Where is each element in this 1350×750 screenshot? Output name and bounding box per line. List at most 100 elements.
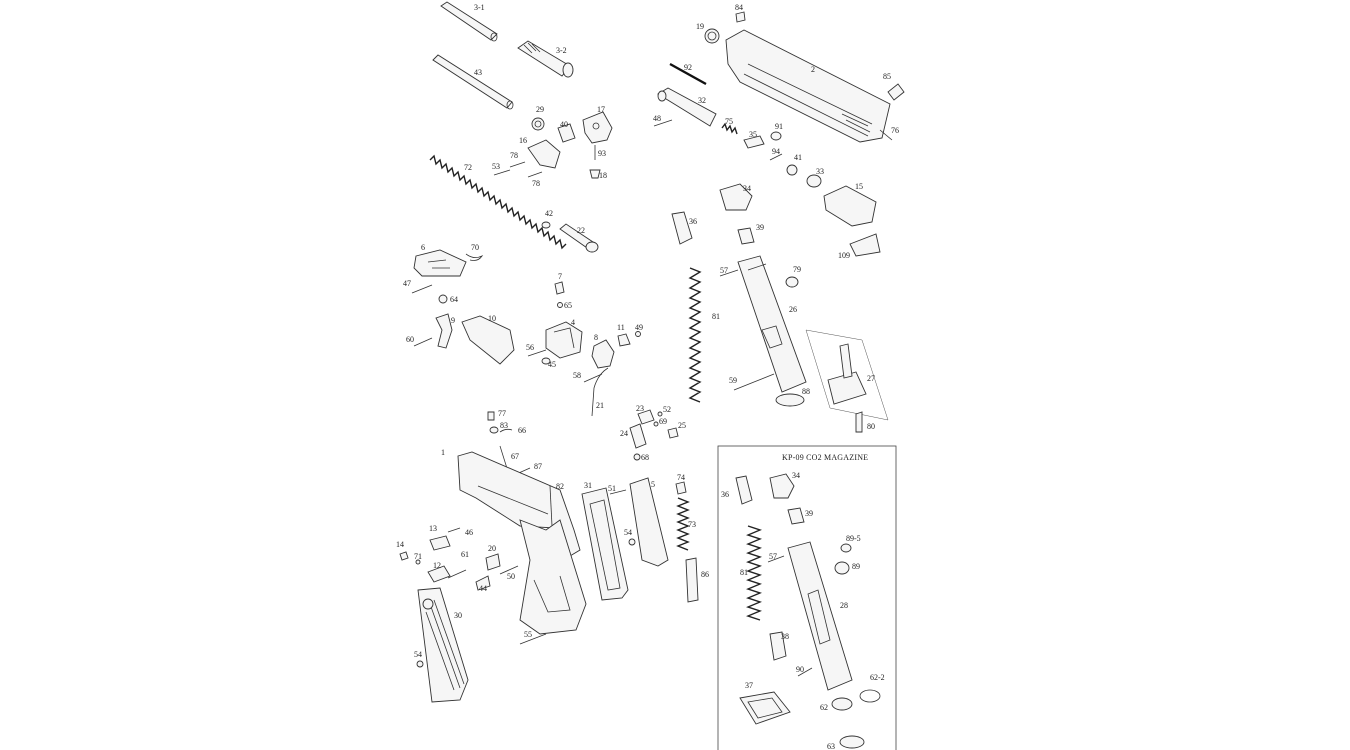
label-23: 23 <box>636 404 644 413</box>
label-mag-89: 89 <box>852 562 860 571</box>
label-36: 36 <box>689 217 697 226</box>
label-25: 25 <box>678 421 686 430</box>
label-12: 12 <box>433 561 441 570</box>
label-86: 86 <box>701 570 709 579</box>
label-77: 77 <box>498 409 506 418</box>
label-16: 16 <box>519 136 527 145</box>
label-9: 9 <box>451 316 455 325</box>
label-mag-39: 39 <box>805 509 813 518</box>
magazine-upper <box>688 255 889 433</box>
label-72: 72 <box>464 163 472 172</box>
label-65: 65 <box>564 301 572 310</box>
label-11: 11 <box>617 323 625 332</box>
label-39: 39 <box>756 223 764 232</box>
label-82: 82 <box>556 482 564 491</box>
label-53: 53 <box>492 162 500 171</box>
label-92: 92 <box>684 63 692 72</box>
label-27: 27 <box>867 374 875 383</box>
label-54: 54 <box>624 528 632 537</box>
label-83: 83 <box>500 421 508 430</box>
label-88: 88 <box>802 387 810 396</box>
label-30: 30 <box>454 611 462 620</box>
label-mag-89-5: 89-5 <box>846 534 861 543</box>
label-69: 69 <box>659 417 667 426</box>
label-78: 78 <box>532 179 540 188</box>
label-81: 81 <box>712 312 720 321</box>
label-1: 1 <box>441 448 445 457</box>
label-15: 15 <box>855 182 863 191</box>
label-80: 80 <box>867 422 875 431</box>
label-13: 13 <box>429 524 437 533</box>
label-75: 75 <box>725 117 733 126</box>
barrel-parts <box>432 1 613 179</box>
label-73: 73 <box>688 520 696 529</box>
label-85: 85 <box>883 72 891 81</box>
label-60: 60 <box>406 335 414 344</box>
part-number-labels: 3-1 3-2 43 29 40 17 16 78 78 53 93 18 72… <box>396 3 899 750</box>
label-mag-62-2: 62-2 <box>870 673 885 682</box>
label-57: 57 <box>720 266 728 275</box>
label-50: 50 <box>507 572 515 581</box>
label-20: 20 <box>488 544 496 553</box>
frame-group <box>399 409 699 703</box>
label-48: 48 <box>653 114 661 123</box>
label-7: 7 <box>558 272 562 281</box>
guide-rod <box>541 221 599 253</box>
label-mag-57: 57 <box>769 552 777 561</box>
label-31: 31 <box>584 481 592 490</box>
label-mag-63: 63 <box>827 742 835 750</box>
label-32: 32 <box>698 96 706 105</box>
label-mag-37: 37 <box>745 681 753 690</box>
co2-magazine-title: KP-09 CO2 MAGAZINE <box>782 453 868 462</box>
label-mag-28: 28 <box>840 601 848 610</box>
label-45: 45 <box>548 360 556 369</box>
label-mag-81: 81 <box>740 568 748 577</box>
label-mag-62: 62 <box>820 703 828 712</box>
label-4: 4 <box>571 318 575 327</box>
label-49: 49 <box>635 323 643 332</box>
label-70: 70 <box>471 243 479 252</box>
label-91: 91 <box>775 122 783 131</box>
label-21: 21 <box>596 401 604 410</box>
label-17: 17 <box>597 105 605 114</box>
label-66: 66 <box>518 426 526 435</box>
co2-magazine-box: KP-09 CO2 MAGAZINE <box>717 445 897 750</box>
label-47: 47 <box>403 279 411 288</box>
label-68: 68 <box>641 453 649 462</box>
label-64: 64 <box>450 295 458 304</box>
label-6: 6 <box>421 243 425 252</box>
label-109: 109 <box>838 251 850 260</box>
label-24: 24 <box>620 429 628 438</box>
label-78: 78 <box>510 151 518 160</box>
label-mag-36: 36 <box>721 490 729 499</box>
label-mag-90: 90 <box>796 665 804 674</box>
label-94: 94 <box>772 147 780 156</box>
label-26: 26 <box>789 305 797 314</box>
label-33: 33 <box>816 167 824 176</box>
label-42: 42 <box>545 209 553 218</box>
label-46: 46 <box>465 528 473 537</box>
label-2: 2 <box>811 65 815 74</box>
recoil-spring-72 <box>429 154 567 250</box>
label-44: 44 <box>479 584 487 593</box>
label-87: 87 <box>534 462 542 471</box>
label-mag-38: 38 <box>781 632 789 641</box>
label-mag-34: 34 <box>792 471 800 480</box>
slide-assembly <box>653 11 905 257</box>
label-40: 40 <box>560 120 568 129</box>
label-35: 35 <box>749 130 757 139</box>
trigger-group <box>411 249 641 417</box>
label-29: 29 <box>536 105 544 114</box>
label-19: 19 <box>696 22 704 31</box>
label-67: 67 <box>511 452 519 461</box>
label-84: 84 <box>735 3 743 12</box>
label-10: 10 <box>488 314 496 323</box>
label-93: 93 <box>598 149 606 158</box>
label-52: 52 <box>663 405 671 414</box>
label-51: 51 <box>608 484 616 493</box>
label-8: 8 <box>594 333 598 342</box>
label-41: 41 <box>794 153 802 162</box>
label-56: 56 <box>526 343 534 352</box>
co2-magazine-frame <box>717 445 897 750</box>
